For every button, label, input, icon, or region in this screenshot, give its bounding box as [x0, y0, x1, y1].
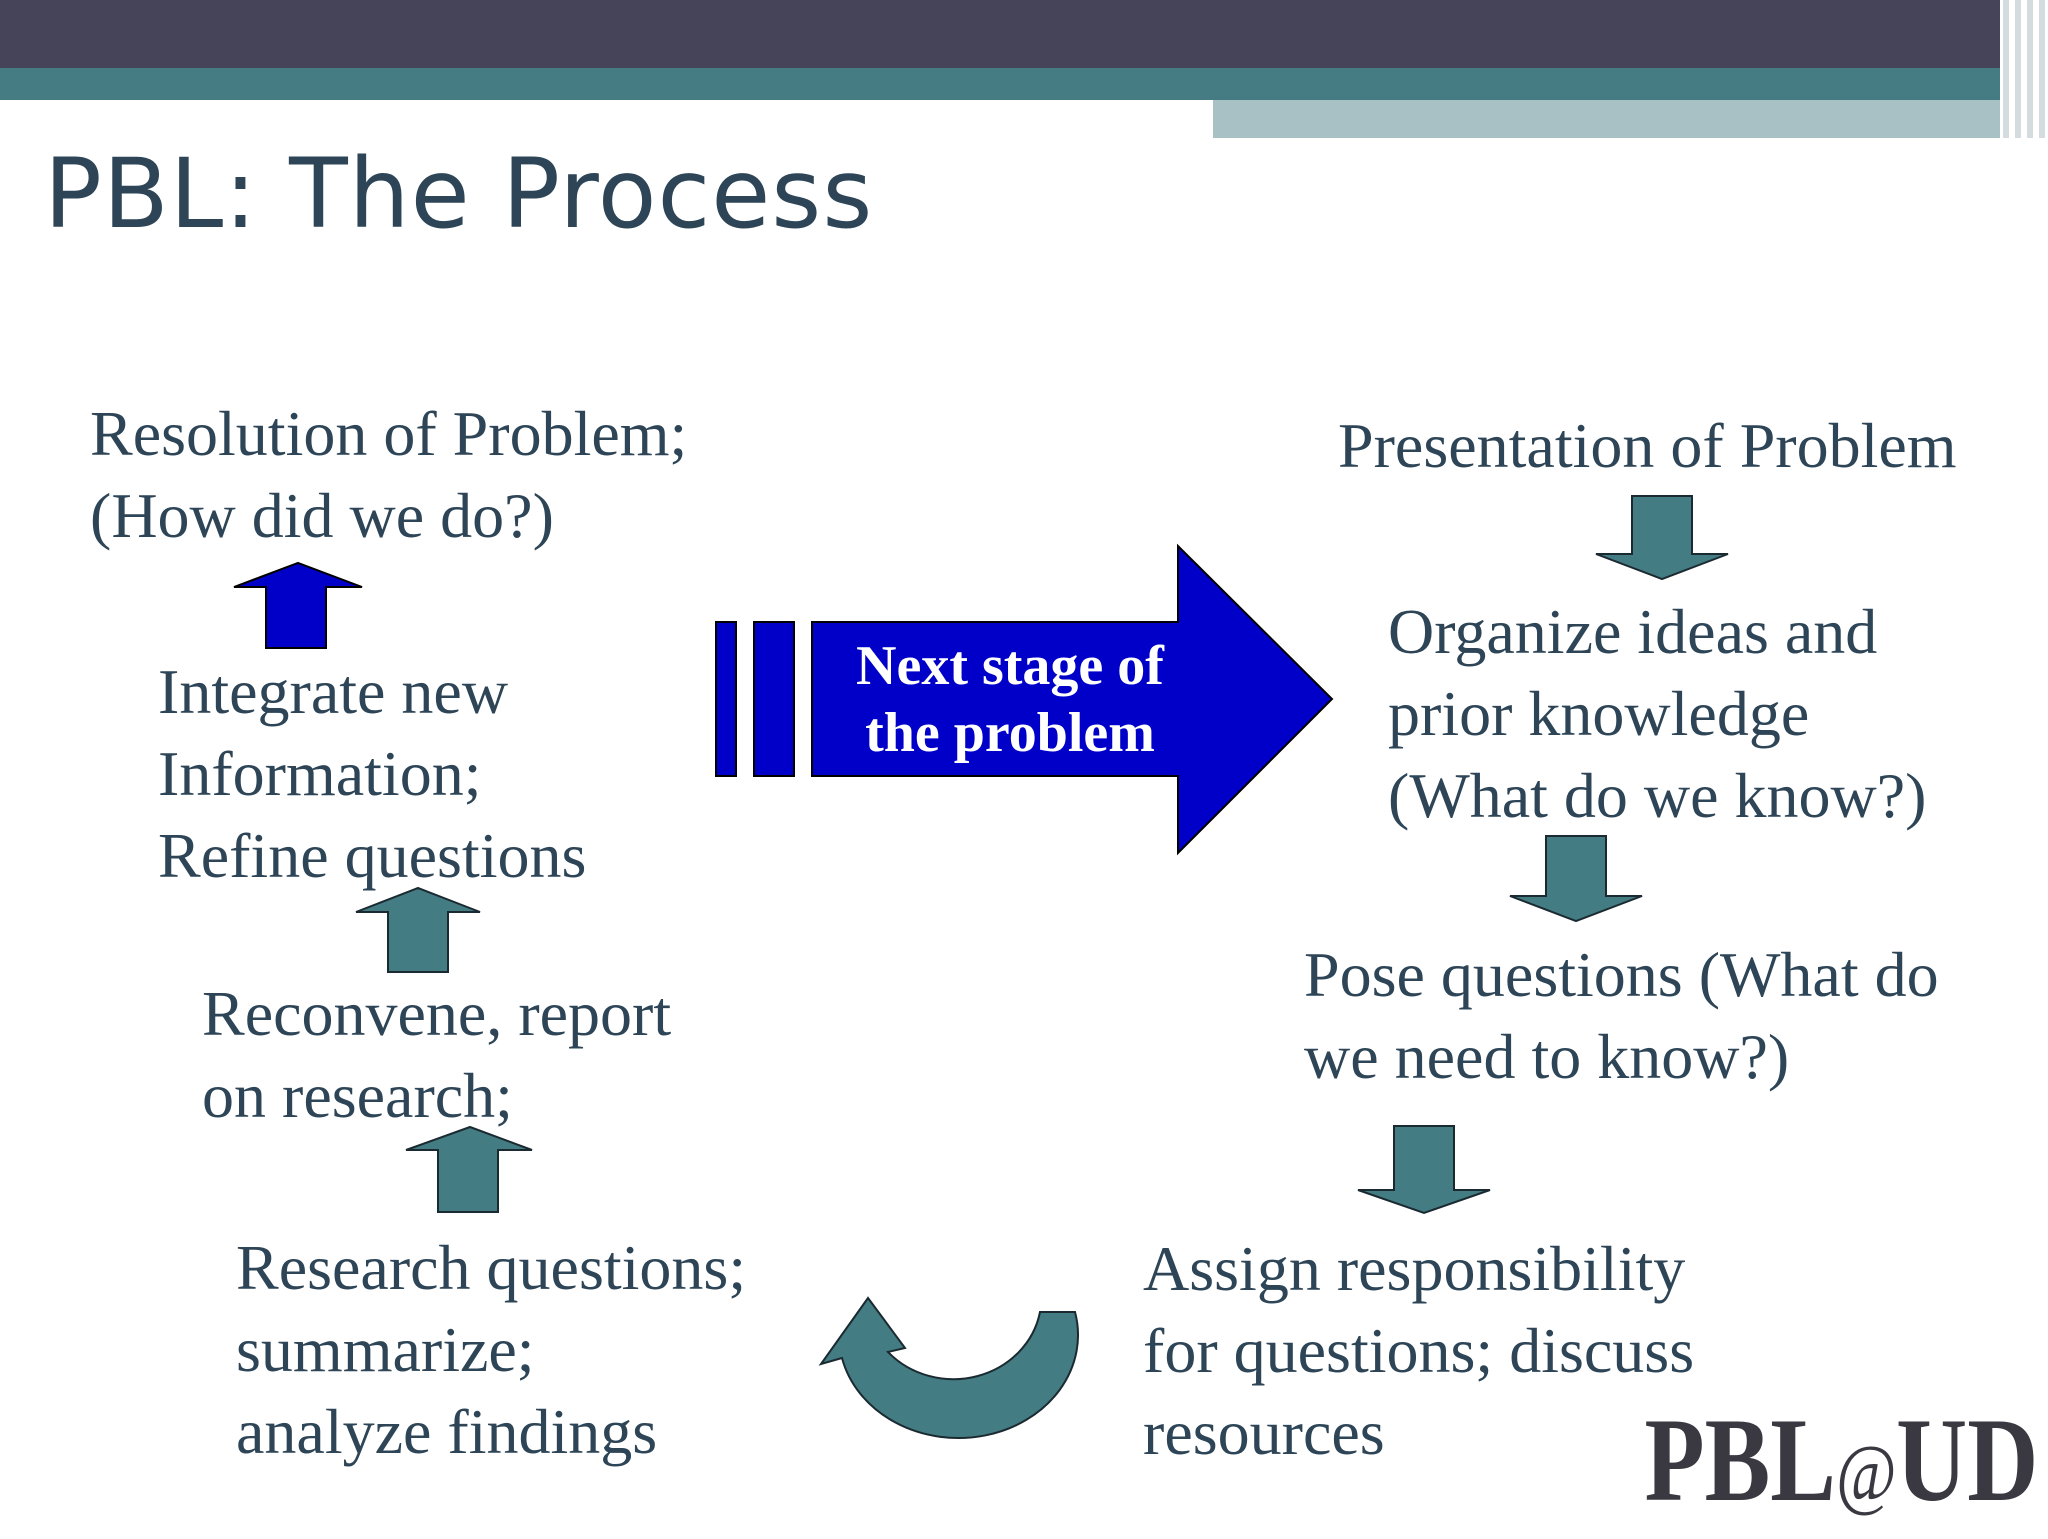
header-bar-dark: [0, 0, 2048, 68]
up-arrow-research-to-reconvene: [405, 1125, 533, 1213]
slide-title: PBL: The Process: [44, 138, 874, 250]
next-stage-arrow: [715, 543, 1334, 856]
step-organize-line-2: prior knowledge: [1388, 678, 1810, 749]
step-research-line-2: summarize;: [236, 1314, 535, 1385]
step-integrate-line-3: Refine questions: [158, 820, 587, 891]
down-arrow-organize-to-pose: [1509, 835, 1643, 923]
step-assign-line-1: Assign responsibility: [1143, 1233, 1686, 1304]
step-research: Research questions; summarize; analyze f…: [236, 1227, 746, 1473]
pbl-ud-logo: PBL@UD: [1644, 1395, 2038, 1539]
step-pose: Pose questions (What do we need to know?…: [1304, 934, 1939, 1098]
step-resolution: Resolution of Problem; (How did we do?): [90, 393, 687, 557]
down-arrow-presentation-to-organize: [1595, 495, 1729, 581]
step-resolution-line-1: Resolution of Problem;: [90, 398, 688, 469]
step-assign-line-3: resources: [1143, 1397, 1385, 1468]
step-pose-line-2: we need to know?): [1304, 1021, 1790, 1092]
step-reconvene: Reconvene, report on research;: [202, 973, 671, 1137]
up-arrow-integrate-to-resolution: [233, 561, 363, 649]
step-resolution-line-2: (How did we do?): [90, 480, 554, 551]
step-organize-line-1: Organize ideas and: [1388, 596, 1878, 667]
next-stage-label: Next stage of the problem: [810, 633, 1210, 767]
step-integrate-line-2: Information;: [158, 738, 482, 809]
step-reconvene-line-2: on research;: [202, 1060, 513, 1131]
step-presentation-line-1: Presentation of Problem: [1338, 410, 1957, 481]
step-assign: Assign responsibility for questions; dis…: [1143, 1228, 1694, 1474]
next-stage-arrow-stripe-2: [753, 621, 795, 777]
down-arrow-pose-to-assign: [1357, 1125, 1491, 1215]
header-edge-lines: [2000, 0, 2048, 138]
step-integrate: Integrate new Information; Refine questi…: [158, 651, 586, 897]
pbl-ud-logo-suffix: UD: [1895, 1393, 2038, 1526]
next-stage-arrow-body: [811, 543, 1334, 856]
next-stage-label-line-1: Next stage of: [856, 635, 1164, 697]
step-presentation: Presentation of Problem: [1338, 405, 1957, 487]
curved-arrow-assign-to-research: [818, 1296, 1080, 1440]
header-bar-teal: [0, 68, 2000, 100]
pbl-ud-logo-at: @: [1835, 1430, 1896, 1518]
step-integrate-line-1: Integrate new: [158, 656, 509, 727]
up-arrow-reconvene-to-integrate: [355, 886, 481, 973]
step-research-line-1: Research questions;: [236, 1232, 747, 1303]
step-research-line-3: analyze findings: [236, 1396, 658, 1467]
pbl-ud-logo-prefix: PBL: [1644, 1393, 1836, 1526]
step-pose-line-1: Pose questions (What do: [1304, 939, 1939, 1010]
step-organize: Organize ideas and prior knowledge (What…: [1388, 591, 1926, 837]
step-organize-line-3: (What do we know?): [1388, 760, 1927, 831]
next-stage-label-line-2: the problem: [865, 702, 1155, 764]
next-stage-arrow-stripe-1: [715, 621, 737, 777]
header-bar-light: [1213, 100, 2000, 138]
step-assign-line-2: for questions; discuss: [1143, 1315, 1695, 1386]
step-reconvene-line-1: Reconvene, report: [202, 978, 672, 1049]
